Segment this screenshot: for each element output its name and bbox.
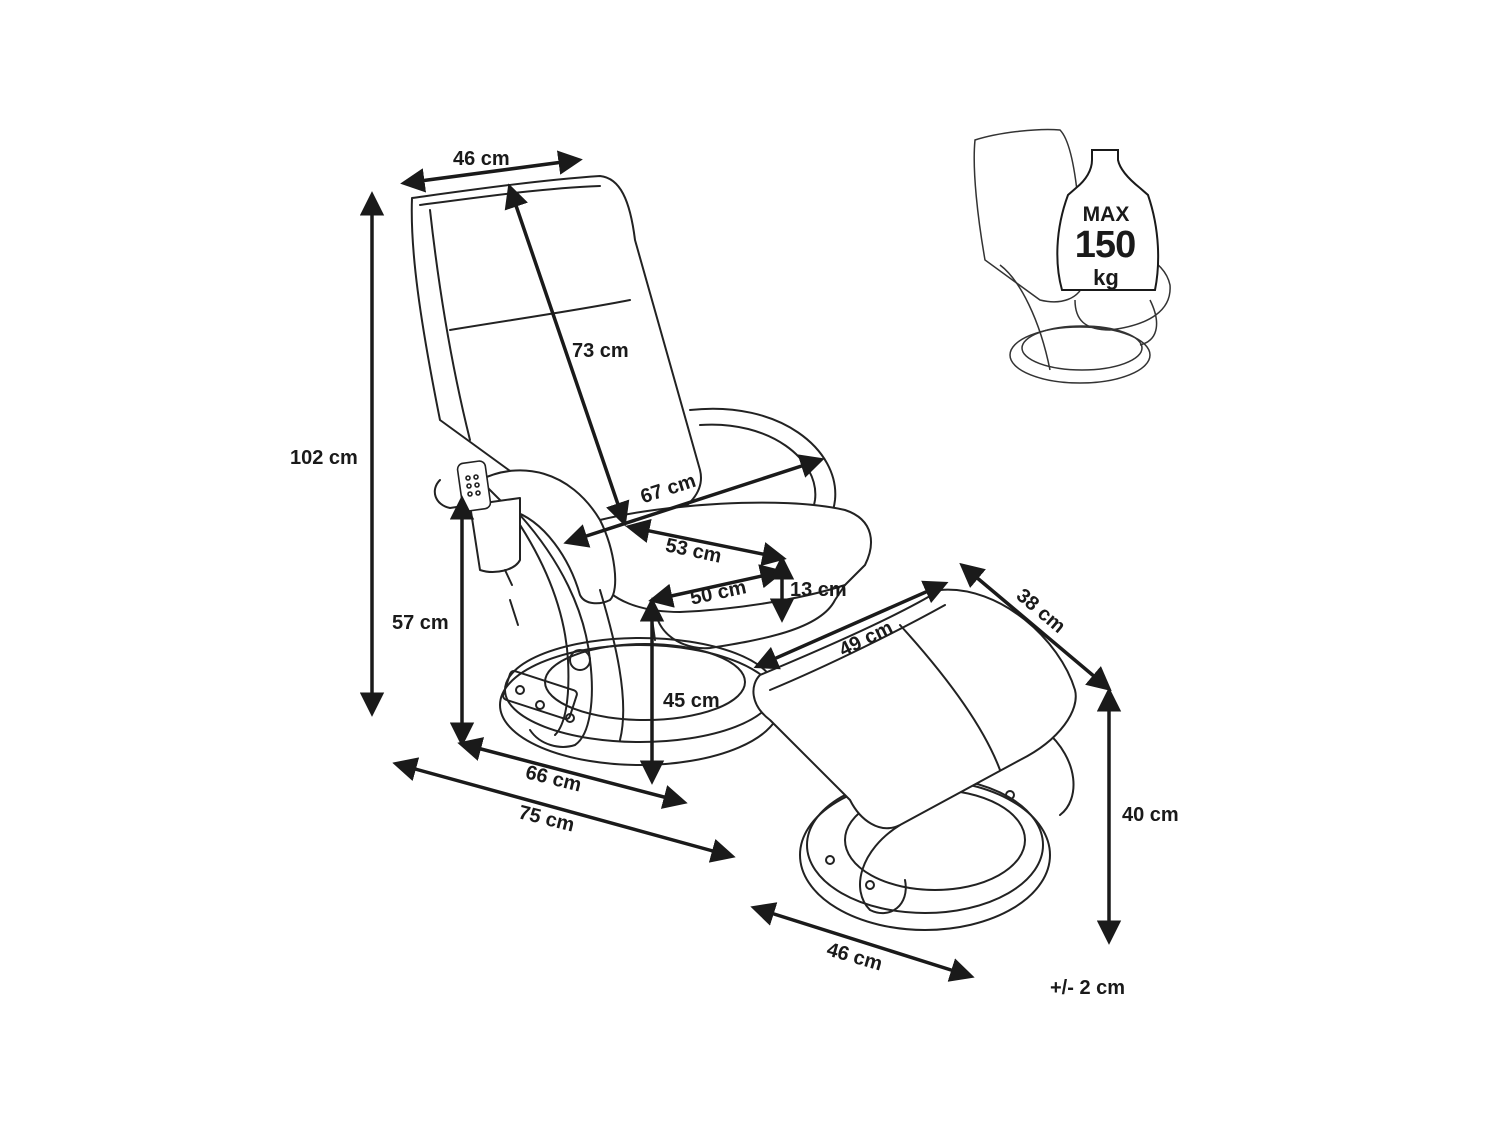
dimension-lines — [359, 150, 1122, 982]
tolerance-note: +/- 2 cm — [1050, 977, 1126, 999]
label-seat-thickness: 13 cm — [790, 579, 847, 601]
weight-unit: kg — [1093, 265, 1119, 290]
weight-capacity-icon — [973, 128, 1171, 384]
weight-value: 150 — [1074, 224, 1136, 266]
label-armrest-height: 57 cm — [392, 612, 449, 634]
footstool-drawing — [752, 588, 1077, 931]
label-footrest-height: 40 cm — [1122, 804, 1179, 826]
label-backrest-width: 46 cm — [453, 148, 510, 170]
label-total-height: 102 cm — [290, 447, 358, 469]
label-backrest-height: 73 cm — [572, 340, 629, 362]
weight-max-label: MAX — [1082, 203, 1130, 226]
label-seat-height: 45 cm — [663, 690, 720, 712]
